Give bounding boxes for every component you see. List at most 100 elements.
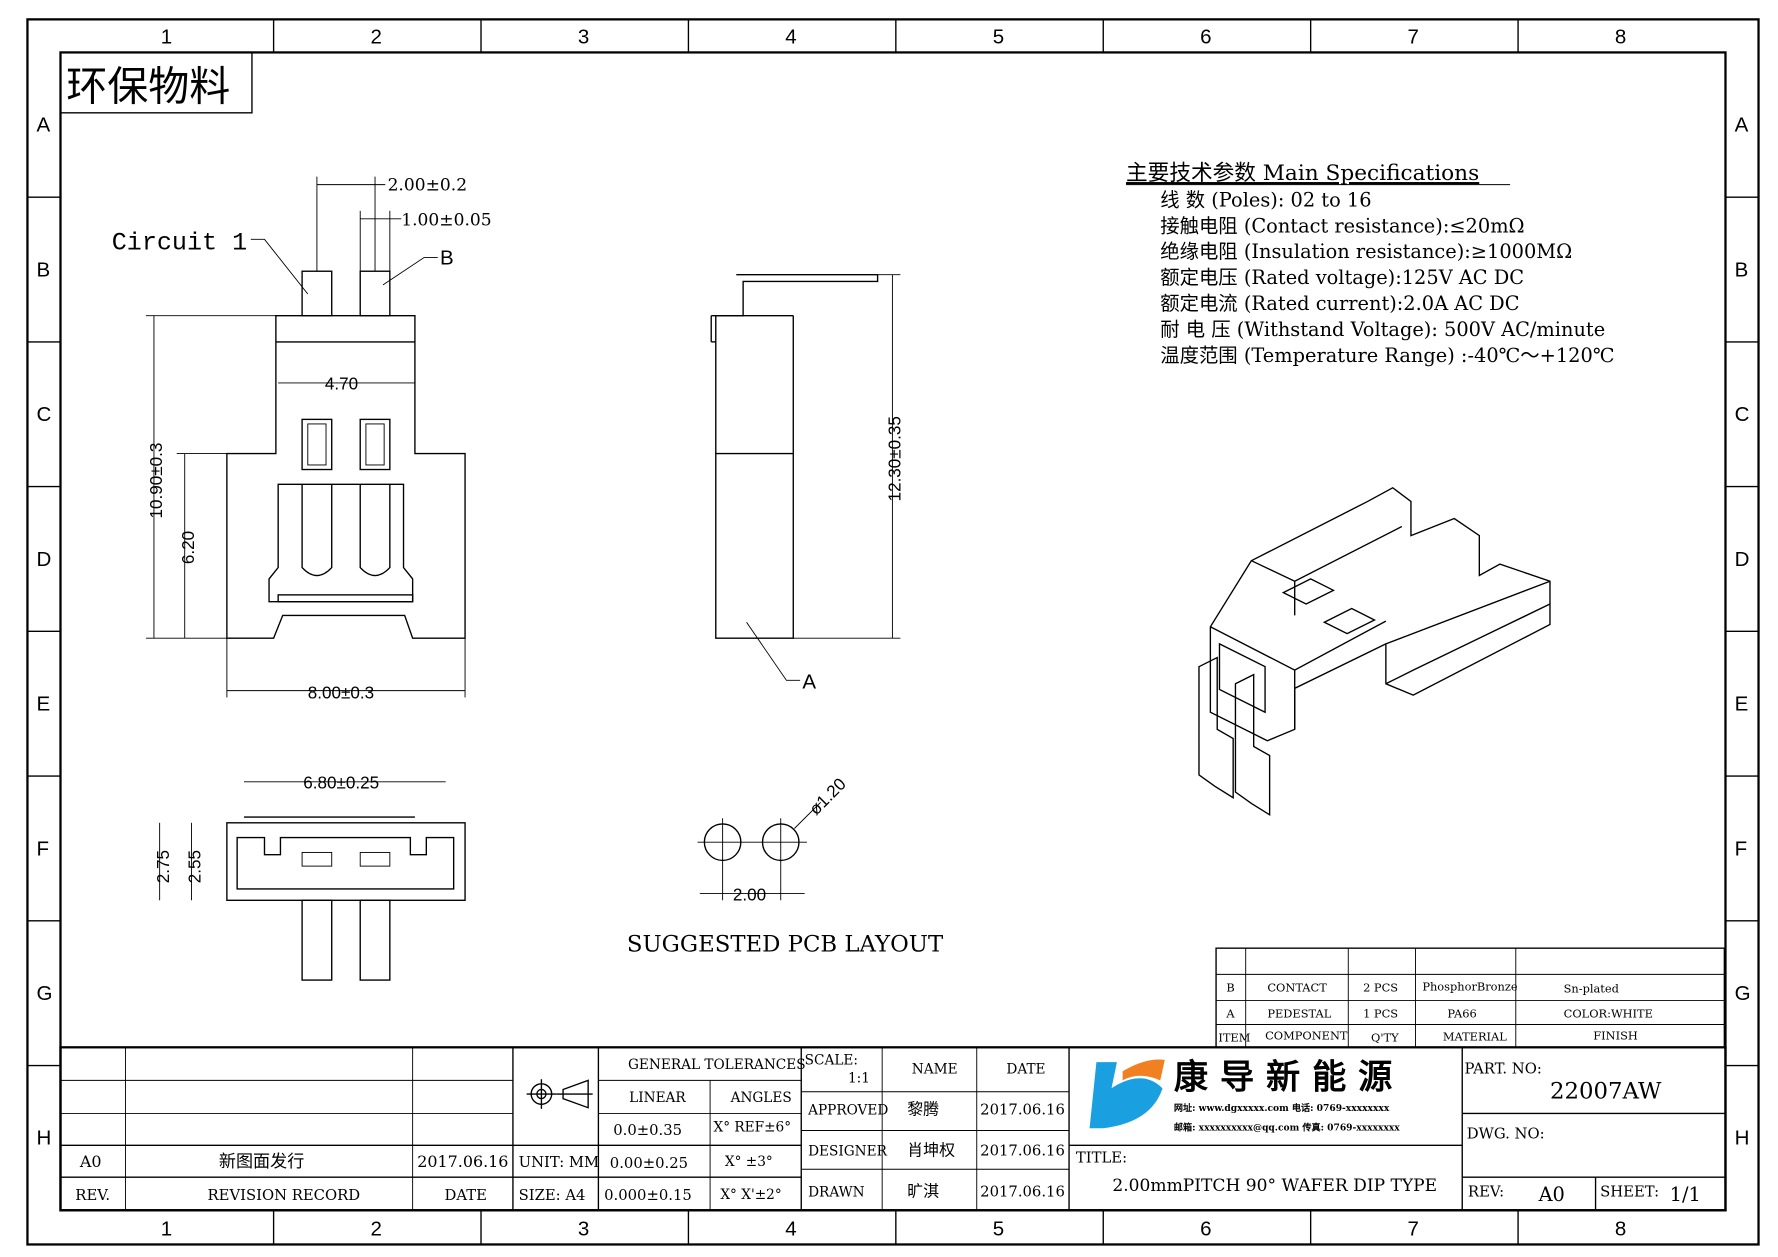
angle-tolerance: X° ±3° bbox=[725, 1154, 773, 1170]
rev-value: A0 bbox=[1538, 1183, 1565, 1206]
title-label: TITLE: bbox=[1076, 1149, 1127, 1166]
bom-component: CONTACT bbox=[1267, 980, 1327, 994]
row-marker: G bbox=[1735, 982, 1751, 1005]
bom-header-material: MATERIAL bbox=[1443, 1029, 1507, 1043]
revision-area: A0 新图面发行 2017.06.16 REV. REVISION RECORD… bbox=[60, 1047, 802, 1211]
date-header: DATE bbox=[1006, 1062, 1045, 1078]
revision-header-record: REVISION RECORD bbox=[208, 1187, 361, 1204]
linear-tolerance: 0.0±0.35 bbox=[613, 1122, 682, 1139]
company-name: 康 导 新 能 源 bbox=[1174, 1057, 1392, 1097]
unit-label: UNIT: MM bbox=[519, 1154, 600, 1171]
bom-material: PA66 bbox=[1447, 1007, 1476, 1021]
front-view: 2.00±0.2 1.00±0.05 Circuit 1 B 4.70 10.9… bbox=[112, 175, 492, 702]
row-marker: B bbox=[37, 258, 51, 281]
title-block: A0 新图面发行 2017.06.16 REV. REVISION RECORD… bbox=[59, 1046, 1727, 1212]
signoff-name: 肖坤权 bbox=[907, 1141, 955, 1160]
row-marker: H bbox=[1735, 1127, 1750, 1150]
revision-date: 2017.06.16 bbox=[417, 1152, 508, 1171]
sheet-label: SHEET: bbox=[1600, 1184, 1659, 1201]
column-marker: 8 bbox=[1615, 1217, 1626, 1240]
row-marker: F bbox=[37, 837, 50, 860]
company-logo: 康 导 新 能 源 网址: www.dgxxxxx.com 电话: 0769-x… bbox=[1069, 1057, 1463, 1147]
revision-header-rev: REV. bbox=[75, 1187, 110, 1204]
row-marker: A bbox=[37, 114, 51, 137]
column-marker: 1 bbox=[161, 1217, 172, 1240]
linear-tolerance: 0.000±0.15 bbox=[604, 1187, 692, 1204]
part-no-label: PART. NO: bbox=[1465, 1061, 1542, 1078]
dim-side-height: 12.30±0.35 bbox=[885, 416, 904, 501]
spec-item: 温度范围 (Temperature Range) :-40℃～+120℃ bbox=[1160, 344, 1614, 367]
dim-depth-inner: 2.55 bbox=[186, 850, 205, 883]
bom-qty: 1 PCS bbox=[1363, 1007, 1398, 1021]
column-marker: 1 bbox=[161, 25, 172, 48]
row-marker: C bbox=[37, 403, 52, 426]
bom-finish: COLOR:WHITE bbox=[1564, 1007, 1653, 1021]
dim-pitch: 2.00±0.2 bbox=[388, 175, 468, 195]
row-marker: E bbox=[1735, 693, 1749, 716]
side-view: 12.30±0.35 A bbox=[710, 273, 904, 693]
column-marker: 7 bbox=[1408, 25, 1419, 48]
drawing-title: 2.00mmPITCH 90° WAFER DIP TYPE bbox=[1112, 1176, 1437, 1196]
signoff-role: DESIGNER bbox=[808, 1144, 887, 1160]
spec-item: 绝缘电阻 (Insulation resistance):≥1000MΩ bbox=[1160, 240, 1572, 263]
row-marker: F bbox=[1735, 837, 1748, 860]
column-marker: 5 bbox=[993, 25, 1004, 48]
column-marker: 4 bbox=[785, 25, 796, 48]
spec-item: 额定电压 (Rated voltage):125V AC DC bbox=[1160, 266, 1524, 289]
signoff-role: DRAWN bbox=[808, 1185, 865, 1201]
row-marker: D bbox=[1735, 548, 1750, 571]
dim-bottom-width: 6.80±0.25 bbox=[303, 774, 379, 793]
row-marker: C bbox=[1735, 403, 1750, 426]
isometric-view bbox=[1198, 486, 1551, 817]
signoff-name: 旷淇 bbox=[907, 1182, 939, 1201]
linear-tolerance: 0.00±0.25 bbox=[610, 1155, 688, 1172]
size-label: SIZE: A4 bbox=[519, 1187, 586, 1204]
bom-header-component: COMPONENT bbox=[1265, 1028, 1348, 1042]
dim-hole-diameter: ø1.20 bbox=[805, 774, 849, 818]
signoff-date: 2017.06.16 bbox=[980, 1143, 1065, 1160]
dim-inner-height: 6.20 bbox=[179, 531, 198, 564]
pcb-layout: ø1.20 2.00 SUGGESTED PCB LAYOUT bbox=[627, 774, 943, 957]
revision-record: 新图面发行 bbox=[219, 1152, 304, 1172]
bottom-view: 6.80±0.25 2.75 2.55 bbox=[154, 774, 466, 981]
bom-item: B bbox=[1226, 980, 1234, 994]
spec-item: 接触电阻 (Contact resistance):≤20mΩ bbox=[1160, 214, 1524, 237]
bom-material: PhosphorBronze bbox=[1422, 979, 1518, 993]
part-info: PART. NO: 22007AW DWG. NO: REV: A0 SHEET… bbox=[1461, 1047, 1726, 1211]
spec-item: 耐 电 压 (Withstand Voltage): 500V AC/minut… bbox=[1160, 318, 1605, 341]
bom-header-item: ITEM bbox=[1218, 1031, 1250, 1045]
column-marker: 4 bbox=[785, 1217, 796, 1240]
dwg-no-label: DWG. NO: bbox=[1467, 1125, 1545, 1142]
bom-finish: Sn-plated bbox=[1564, 982, 1619, 996]
callout-a: A bbox=[802, 670, 816, 693]
dim-pin-width: 1.00±0.05 bbox=[401, 211, 491, 231]
spec-item: 额定电流 (Rated current):2.0A AC DC bbox=[1160, 292, 1519, 315]
column-marker: 8 bbox=[1615, 25, 1626, 48]
tolerances-linear: LINEAR bbox=[629, 1090, 686, 1106]
specs-heading: 主要技术参数 Main Specifications bbox=[1126, 161, 1479, 186]
circuit-1-label: Circuit 1 bbox=[112, 229, 247, 258]
callout-b: B bbox=[440, 246, 454, 269]
part-no-value: 22007AW bbox=[1550, 1079, 1662, 1105]
bom-header-finish: FINISH bbox=[1593, 1028, 1638, 1042]
row-marker: H bbox=[37, 1127, 52, 1150]
name-header: NAME bbox=[912, 1062, 958, 1078]
eco-material-stamp: 环保物料 bbox=[59, 51, 253, 114]
column-marker: 2 bbox=[370, 25, 381, 48]
company-contact-email-fax: 邮箱: xxxxxxxxxx@qq.com 传真: 0769-xxxxxxxx bbox=[1174, 1122, 1400, 1134]
tolerances-heading: GENERAL TOLERANCES bbox=[628, 1057, 806, 1073]
column-marker: 7 bbox=[1408, 1217, 1419, 1240]
stamp-text: 环保物料 bbox=[66, 62, 230, 110]
tolerances-angles: ANGLES bbox=[730, 1090, 792, 1106]
third-angle-projection-icon bbox=[526, 1079, 593, 1109]
bom-component: PEDESTAL bbox=[1267, 1007, 1331, 1021]
signoff-role: APPROVED bbox=[807, 1103, 888, 1119]
revision-header-date: DATE bbox=[445, 1187, 487, 1204]
main-specifications: 主要技术参数 Main Specifications 线 数 (Poles): … bbox=[1126, 161, 1614, 367]
dim-width: 8.00±0.3 bbox=[308, 684, 374, 703]
signoff-name: 黎腾 bbox=[907, 1100, 939, 1119]
bom-header-qty: Q'TY bbox=[1371, 1031, 1399, 1045]
